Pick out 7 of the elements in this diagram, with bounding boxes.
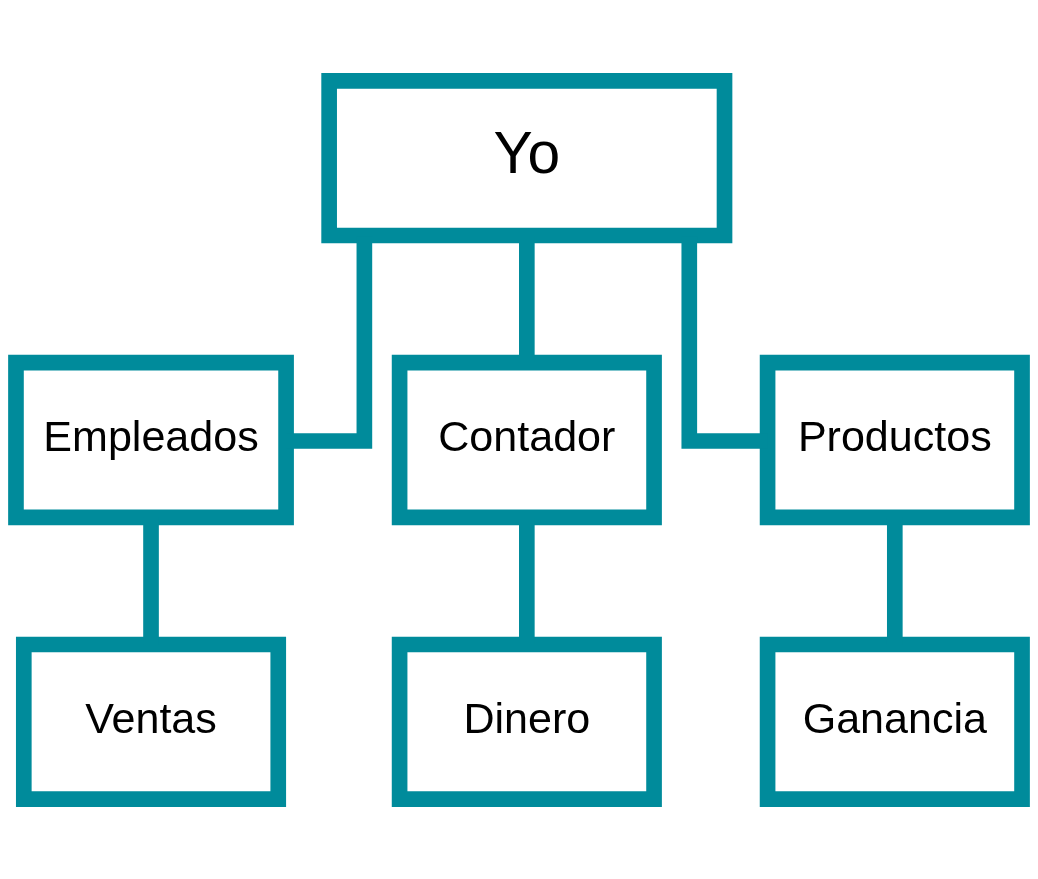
node-box: Empleados [8, 354, 294, 525]
node-box: Productos [759, 354, 1030, 525]
node-box: Dinero [391, 636, 662, 807]
node-box: Ventas [15, 636, 287, 807]
node-box: Contador [391, 354, 662, 525]
node-box: Yo [321, 72, 733, 243]
node-box: Ganancia [759, 636, 1030, 807]
